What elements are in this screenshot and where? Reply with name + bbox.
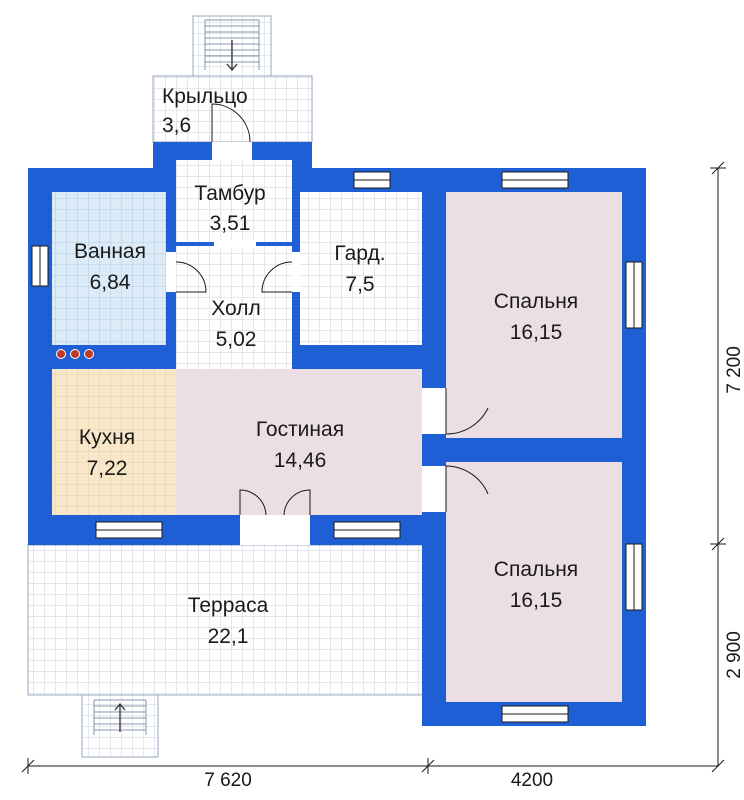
wardrobe-floor — [300, 192, 422, 345]
terrace-name: Терраса — [188, 594, 269, 617]
bedroom1-floor — [446, 192, 622, 438]
vestibule-floor — [176, 160, 292, 245]
kitchen-floor — [52, 369, 176, 515]
bedroom1-name: Спальня — [494, 290, 578, 313]
porch-stairs — [192, 15, 272, 77]
stair-arrow-icon — [226, 40, 238, 72]
doors — [166, 103, 489, 545]
dimension-bottom-right: 4200 — [511, 770, 553, 791]
hall-area: 5,02 — [216, 328, 257, 351]
bedroom2-floor — [446, 462, 622, 702]
bedroom1-area: 16,15 — [510, 321, 563, 344]
hall-floor — [176, 245, 292, 369]
dimension-bottom-left: 7 620 — [204, 770, 252, 791]
living-floor — [176, 369, 422, 515]
hall-name: Холл — [211, 297, 261, 320]
porch-name: Крыльцо — [162, 85, 248, 108]
kitchen-area: 7,22 — [87, 457, 128, 480]
porch-area: 3,6 — [162, 114, 191, 137]
bathroom-floor — [52, 192, 166, 345]
bedroom2-area: 16,15 — [510, 589, 563, 612]
dimension-right-lower: 2 900 — [724, 631, 744, 679]
kitchen-name: Кухня — [79, 426, 135, 449]
terrace-area: 22,1 — [208, 625, 249, 648]
dimension-right-upper: 7 200 — [724, 346, 744, 394]
vestibule-area: 3,51 — [210, 212, 251, 235]
porch-floor — [152, 75, 313, 143]
bathroom-name: Ванная — [74, 240, 146, 263]
vestibule-name: Тамбур — [194, 182, 265, 205]
wardrobe-area: 7,5 — [345, 273, 374, 296]
dimension-lines — [21, 161, 726, 774]
terrace-floor — [27, 544, 427, 696]
windows — [31, 171, 643, 723]
bedroom2-name: Спальня — [494, 558, 578, 581]
living-name: Гостиная — [256, 418, 344, 441]
terrace-stairs — [81, 694, 159, 758]
stove-icon — [52, 345, 98, 363]
stair-arrow-icon — [114, 702, 126, 732]
bathroom-area: 6,84 — [90, 271, 131, 294]
living-area: 14,46 — [274, 449, 327, 472]
wardrobe-name: Гард. — [334, 242, 385, 265]
